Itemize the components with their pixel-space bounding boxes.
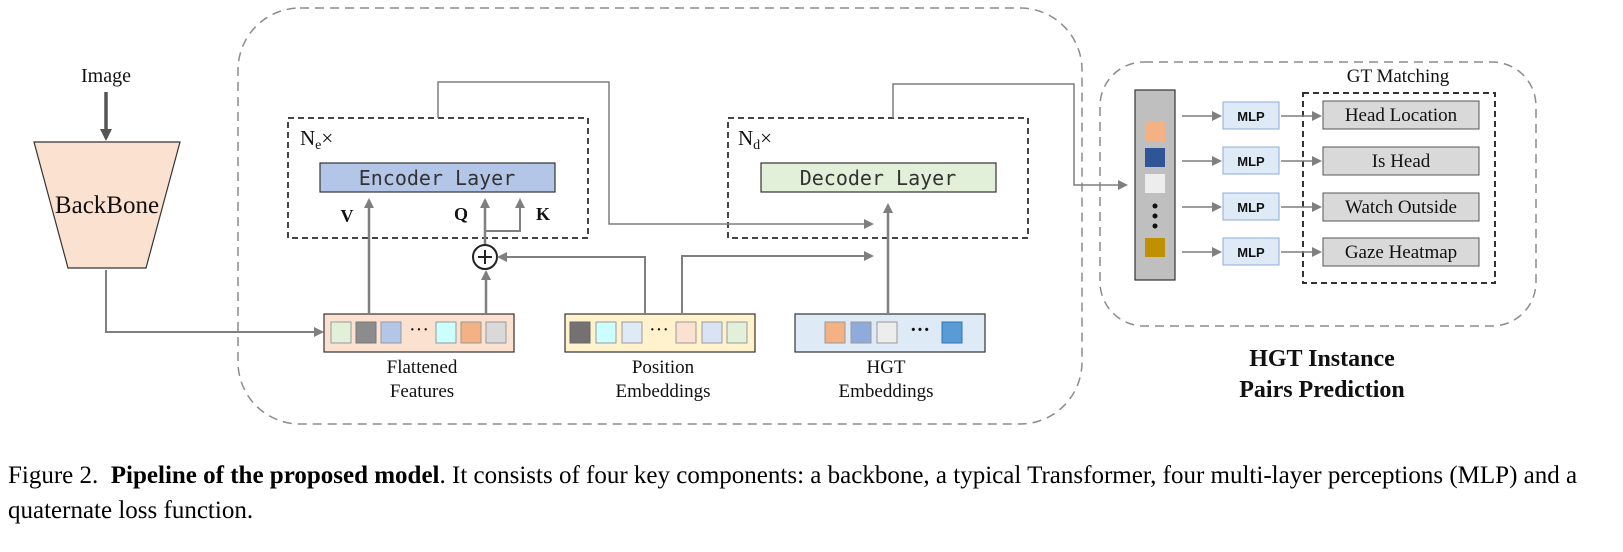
- mlp-row: MLP Watch Outside: [1182, 192, 1480, 222]
- gt-matching-label: GT Matching: [1347, 66, 1450, 87]
- mlp-label: MLP: [1237, 109, 1265, 124]
- position-token: [569, 321, 591, 344]
- output-head-location: [1322, 100, 1480, 130]
- position-label-1: Position: [632, 357, 695, 378]
- decoder-repeat-label: Nd×: [738, 126, 772, 153]
- output-label: Is Head: [1372, 151, 1431, 172]
- hgt-dots: ···: [910, 319, 930, 341]
- k-label: K: [536, 204, 550, 224]
- mlp-block: [1222, 192, 1280, 221]
- figure-caption: Figure 2. Pipeline of the proposed model…: [8, 458, 1608, 528]
- position-to-decoder-arrow: [681, 251, 874, 313]
- decoder-block: [727, 117, 1029, 239]
- flattened-label-1: Flattened: [387, 357, 458, 378]
- feature-token: [330, 321, 352, 344]
- encoder-to-decoder-arrow: [437, 81, 874, 229]
- mlp-label: MLP: [1237, 200, 1265, 215]
- output-token: [1145, 174, 1165, 193]
- caption-text: . It consists of four key components: a …: [8, 462, 1578, 524]
- mlp-label: MLP: [1237, 245, 1265, 260]
- output-dot: [1152, 203, 1158, 209]
- plus-to-k-arrow: [485, 198, 525, 232]
- transformer-container: [237, 7, 1083, 425]
- output-label: Gaze Heatmap: [1345, 242, 1457, 263]
- position-token: [595, 321, 617, 344]
- hgt-label-1: HGT: [866, 357, 905, 378]
- mlp-block: [1222, 146, 1280, 175]
- output-dot: [1152, 213, 1158, 219]
- caption-bold: Pipeline of the proposed model: [110, 462, 440, 489]
- feature-token: [355, 321, 377, 344]
- mlp-row: MLP Is Head: [1182, 146, 1480, 176]
- backbone-label: BackBone: [55, 192, 159, 219]
- output-token: [1145, 148, 1165, 167]
- mlp-block: [1222, 237, 1280, 266]
- caption-prefix: Figure 2.: [8, 462, 99, 489]
- output-token: [1145, 238, 1165, 257]
- features-dots: ···: [409, 319, 429, 341]
- decoder-to-prediction-arrow: [892, 83, 1128, 190]
- hgt-token: [876, 321, 898, 344]
- encoder-layer: [319, 162, 556, 193]
- position-to-plus-arrow: [497, 252, 646, 313]
- position-token: [621, 321, 643, 344]
- mlp-block: [1222, 101, 1280, 130]
- output-label: Head Location: [1345, 105, 1458, 126]
- decoder-layer-label: Decoder Layer: [800, 166, 957, 190]
- hgt-token: [941, 321, 963, 344]
- prediction-container: [1099, 61, 1537, 327]
- position-token: [701, 321, 723, 344]
- hgt-label-2: Embeddings: [839, 381, 934, 402]
- gt-matching-block: [1302, 92, 1496, 284]
- output-gaze-heatmap: [1322, 237, 1480, 267]
- output-dot: [1152, 223, 1158, 229]
- q-label: Q: [454, 204, 468, 224]
- flattened-label-2: Features: [390, 381, 454, 402]
- output-watch-outside: [1322, 192, 1480, 222]
- feature-token: [485, 321, 507, 344]
- hgt-token: [850, 321, 872, 344]
- feature-token: [380, 321, 402, 344]
- image-label: Image: [81, 65, 131, 87]
- output-label: Watch Outside: [1345, 197, 1457, 218]
- prediction-title-1: HGT Instance: [1249, 346, 1395, 372]
- mlp-label: MLP: [1237, 154, 1265, 169]
- backbone-block: [33, 141, 181, 269]
- position-label-2: Embeddings: [616, 381, 711, 402]
- encoder-layer-label: Encoder Layer: [359, 166, 516, 190]
- position-token: [675, 321, 697, 344]
- v-label: V: [341, 206, 354, 226]
- hgt-token: [824, 321, 846, 344]
- mlp-row: MLP Head Location: [1182, 100, 1480, 130]
- decoder-layer: [760, 162, 997, 193]
- output-is-head: [1322, 146, 1480, 176]
- position-token: [726, 321, 748, 344]
- encoder-repeat-label: Ne×: [300, 126, 333, 153]
- feature-token: [435, 321, 457, 344]
- output-token: [1145, 122, 1165, 141]
- mlp-row: MLP Gaze Heatmap: [1182, 237, 1480, 267]
- backbone-to-features-arrow: [105, 270, 324, 337]
- position-dots: ···: [649, 319, 669, 341]
- feature-token: [460, 321, 482, 344]
- prediction-title-2: Pairs Prediction: [1239, 377, 1405, 403]
